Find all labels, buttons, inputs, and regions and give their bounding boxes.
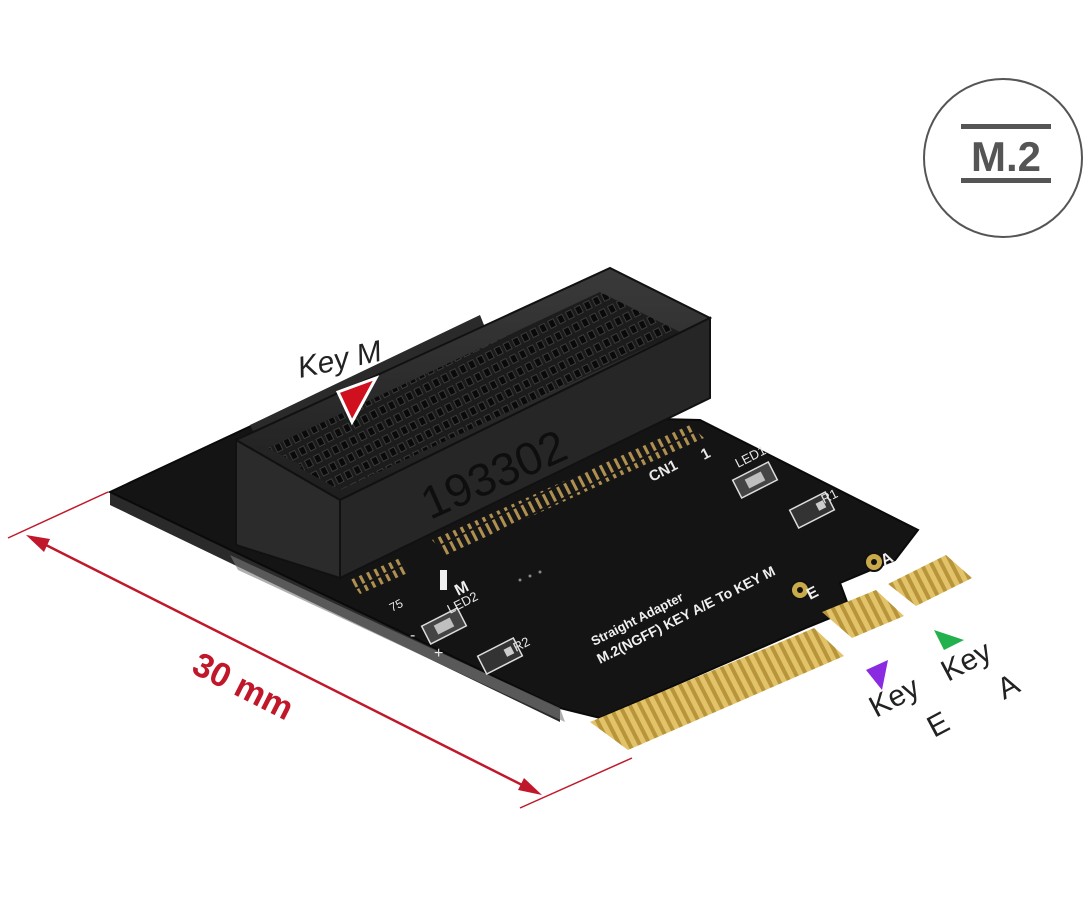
smd-pin-row bbox=[432, 425, 704, 555]
key-m-marker bbox=[335, 375, 380, 426]
key-a-marker bbox=[934, 630, 964, 650]
silk-r1: R1 bbox=[819, 486, 841, 507]
gold-fingers-e bbox=[822, 590, 904, 638]
key-e-letter: E bbox=[922, 706, 955, 745]
dimension-label: 30 mm bbox=[186, 645, 299, 728]
key-e-word: Key bbox=[864, 671, 925, 724]
m2-badge-text: M.2 bbox=[971, 133, 1041, 180]
key-a-callout: Key A bbox=[934, 630, 1025, 706]
key-a-letter: A bbox=[992, 668, 1025, 707]
gold-fingers-a bbox=[888, 555, 972, 606]
silk-minus: - bbox=[410, 627, 415, 644]
silk-pin75: 75 bbox=[387, 596, 406, 615]
silk-r2: R2 bbox=[511, 634, 533, 655]
key-e-callout: Key E bbox=[864, 660, 955, 744]
key-e-marker bbox=[866, 660, 888, 690]
gold-fingers-main bbox=[590, 628, 844, 750]
silk-plus: + bbox=[434, 645, 443, 662]
m2-badge: M.2 bbox=[923, 78, 1083, 238]
key-m-slot-connector: 193302 bbox=[233, 266, 713, 580]
